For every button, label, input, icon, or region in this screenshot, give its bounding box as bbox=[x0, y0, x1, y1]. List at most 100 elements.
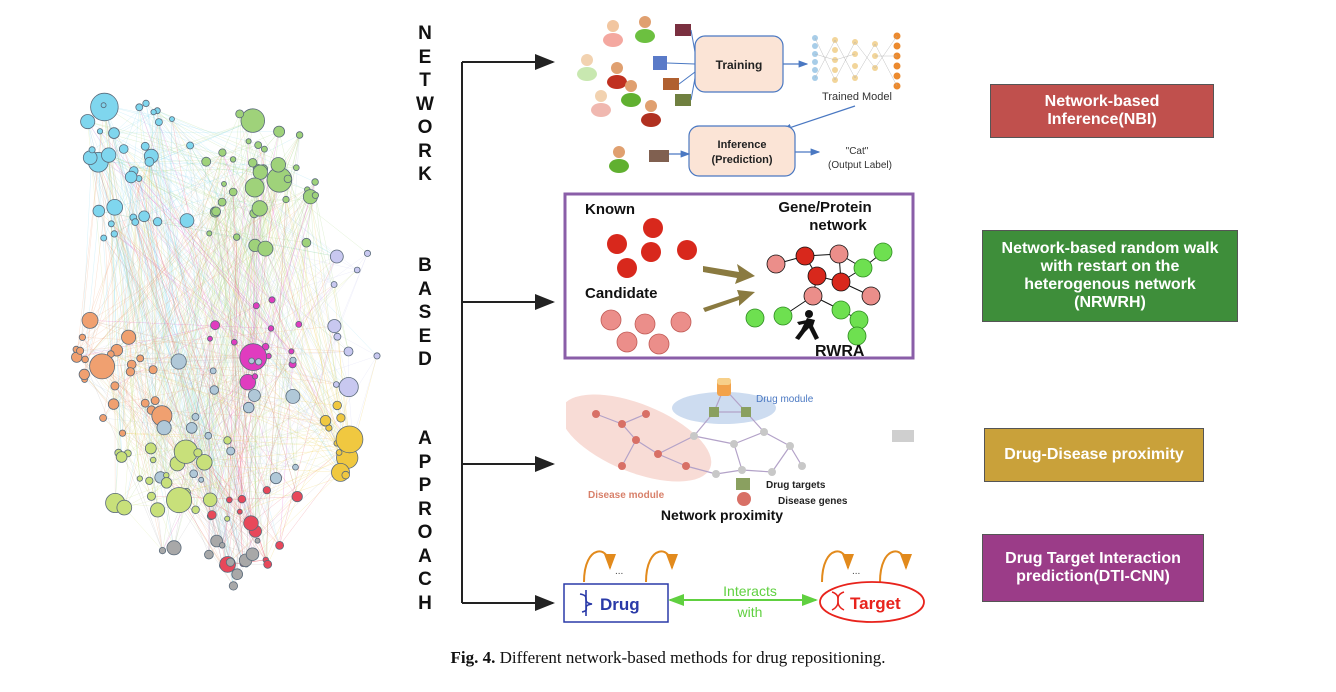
graph-node bbox=[166, 540, 182, 556]
output-cat-label: "Cat" bbox=[846, 146, 869, 157]
graph-node bbox=[226, 446, 236, 456]
graph-node bbox=[140, 398, 150, 408]
graph-node bbox=[257, 240, 274, 257]
graph-node bbox=[138, 210, 150, 223]
graph-node bbox=[142, 99, 150, 108]
graph-node bbox=[80, 114, 96, 130]
graph-node bbox=[204, 431, 213, 440]
graph-node bbox=[101, 147, 117, 163]
graph-node bbox=[275, 540, 285, 550]
graph-node bbox=[107, 398, 120, 410]
graph-node bbox=[263, 559, 273, 569]
image-thumbnail-icon bbox=[649, 24, 691, 162]
with-label: with bbox=[737, 604, 763, 620]
person-icon bbox=[577, 16, 661, 173]
candidate-label: Candidate bbox=[585, 285, 658, 302]
graph-node bbox=[218, 148, 227, 157]
graph-node bbox=[245, 138, 252, 145]
legend-disease-gene-icon bbox=[737, 492, 751, 506]
graph-node bbox=[343, 346, 354, 357]
drug-pill-icon bbox=[717, 378, 731, 396]
panel-network-proximity: Drug module Disease module Drug targets … bbox=[566, 378, 914, 523]
graph-node bbox=[158, 546, 167, 555]
graph-node bbox=[341, 470, 350, 480]
candidate-drugs bbox=[600, 309, 692, 355]
graph-node bbox=[229, 156, 237, 163]
graph-node bbox=[198, 476, 205, 483]
graph-node bbox=[160, 477, 173, 489]
graph-node bbox=[243, 515, 259, 531]
graph-node bbox=[118, 429, 127, 437]
graph-node bbox=[288, 348, 295, 355]
graph-node bbox=[89, 353, 115, 380]
graph-node bbox=[311, 178, 319, 186]
graph-node bbox=[261, 343, 270, 351]
graph-node bbox=[363, 249, 371, 257]
graph-node bbox=[247, 158, 258, 168]
inference-label: Inference bbox=[718, 139, 767, 151]
graph-node bbox=[319, 415, 332, 427]
known-drugs bbox=[607, 218, 697, 278]
graph-node bbox=[100, 234, 108, 242]
graph-node bbox=[338, 377, 359, 398]
graph-node bbox=[210, 320, 221, 331]
gene-protein-label: Gene/Protein bbox=[778, 199, 871, 216]
legend-drug-target-icon bbox=[736, 478, 750, 490]
graph-node bbox=[329, 249, 344, 264]
graph-node bbox=[251, 373, 259, 380]
method-box-nbi: Network-based Inference(NBI) bbox=[990, 84, 1214, 138]
vertical-word-network: NETWORK bbox=[416, 23, 434, 185]
graph-node bbox=[235, 109, 245, 119]
graph-node bbox=[289, 356, 297, 364]
graph-node bbox=[169, 116, 175, 122]
arrow-icon bbox=[703, 264, 755, 312]
graph-node bbox=[295, 320, 303, 328]
graph-node bbox=[149, 456, 157, 464]
figure-caption-text: Different network-based methods for drug… bbox=[499, 648, 886, 667]
panel-training-inference: Training Trained Model Inference (Predic… bbox=[577, 16, 901, 177]
method-box-dti-cnn: Drug Target Interaction prediction(DTI-C… bbox=[982, 534, 1204, 602]
graph-node bbox=[218, 542, 226, 549]
caduceus-icon bbox=[579, 590, 593, 616]
graph-node bbox=[144, 156, 155, 167]
graph-node bbox=[135, 103, 144, 112]
graph-node bbox=[170, 353, 187, 370]
graph-node bbox=[240, 108, 266, 133]
graph-node bbox=[236, 508, 243, 515]
graph-node bbox=[107, 220, 115, 228]
graph-node bbox=[150, 396, 160, 406]
graph-node bbox=[209, 385, 220, 395]
graph-node bbox=[116, 499, 133, 516]
graph-node bbox=[206, 230, 213, 237]
graph-node bbox=[118, 144, 129, 154]
graph-node bbox=[353, 266, 361, 274]
graph-node bbox=[248, 357, 255, 365]
graph-node bbox=[327, 319, 342, 334]
bracket-arrows bbox=[461, 54, 555, 611]
dna-icon bbox=[831, 591, 845, 611]
graph-node bbox=[204, 549, 214, 560]
graph-node bbox=[217, 197, 227, 207]
graph-node bbox=[106, 199, 123, 216]
graph-node bbox=[78, 368, 90, 380]
graph-node bbox=[81, 311, 99, 329]
graph-node bbox=[108, 127, 120, 139]
graph-node bbox=[225, 557, 235, 567]
graph-node bbox=[252, 164, 268, 180]
method-box-drug-disease-proximity: Drug-Disease proximity bbox=[984, 428, 1204, 482]
graph-node bbox=[211, 206, 221, 217]
known-label: Known bbox=[585, 201, 635, 218]
graph-node bbox=[332, 400, 342, 411]
network-graph bbox=[71, 92, 381, 591]
graph-node bbox=[202, 492, 218, 508]
graph-node bbox=[196, 454, 213, 471]
graph-node bbox=[373, 352, 381, 360]
method-box-nrwrh: Network-based random walk with restart o… bbox=[982, 230, 1238, 322]
graph-node bbox=[237, 495, 247, 504]
graph-node bbox=[148, 365, 158, 375]
graph-node bbox=[81, 355, 89, 364]
drug-module-label: Drug module bbox=[756, 394, 814, 405]
prediction-label: (Prediction) bbox=[711, 154, 772, 166]
graph-node bbox=[231, 568, 244, 581]
output-label: (Output Label) bbox=[828, 160, 892, 171]
